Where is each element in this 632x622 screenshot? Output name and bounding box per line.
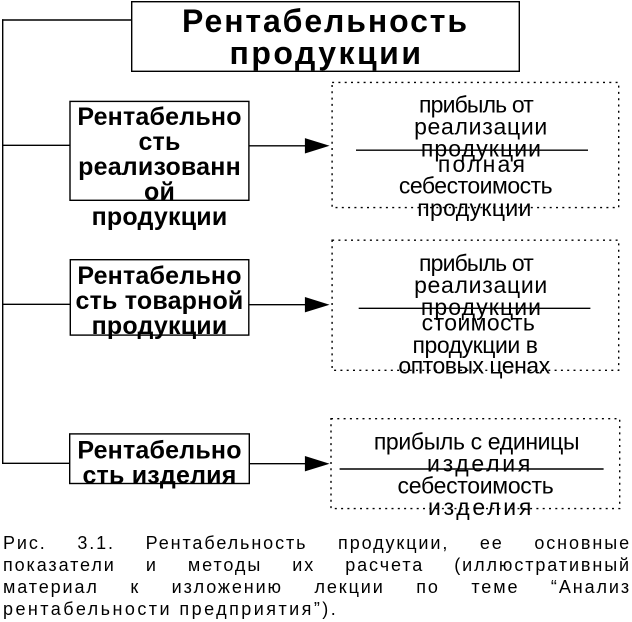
svg-text:продукции: продукции — [421, 294, 542, 320]
svg-text:прибыль с единицы: прибыль с единицы — [374, 428, 579, 454]
svg-text:продукции: продукции — [92, 312, 228, 340]
svg-text:сть: сть — [138, 128, 180, 156]
svg-text:прибыль от: прибыль от — [419, 250, 534, 276]
svg-text:прибыль от: прибыль от — [419, 92, 534, 118]
svg-text:сть изделия: сть изделия — [82, 461, 236, 489]
svg-text:реализации: реализации — [414, 114, 548, 140]
svg-text:Рентабельно: Рентабельно — [77, 262, 241, 290]
svg-text:продукции: продукции — [229, 35, 423, 71]
svg-text:продукции: продукции — [417, 195, 532, 221]
svg-text:полная: полная — [438, 151, 527, 177]
svg-text:реализации: реализации — [414, 272, 548, 298]
svg-text:ой: ой — [144, 178, 175, 206]
svg-text:оптовых ценах: оптовых ценах — [398, 353, 550, 379]
svg-text:Рентабельно: Рентабельно — [77, 103, 241, 131]
svg-text:себестоимость: себестоимость — [399, 173, 553, 199]
svg-text:сть товарной: сть товарной — [75, 287, 243, 315]
svg-text:реализованн: реализованн — [78, 153, 241, 181]
svg-text:продукции в: продукции в — [412, 332, 537, 358]
svg-text:изделия: изделия — [427, 450, 533, 476]
svg-text:Рентабельно: Рентабельно — [77, 436, 241, 464]
svg-text:себестоимость: себестоимость — [398, 473, 554, 499]
svg-text:стоимость: стоимость — [422, 310, 536, 336]
svg-text:изделия: изделия — [428, 494, 534, 520]
svg-text:продукции: продукции — [92, 203, 228, 231]
svg-text:Рентабельность: Рентабельность — [182, 3, 469, 39]
svg-text:продукции: продукции — [421, 136, 542, 162]
